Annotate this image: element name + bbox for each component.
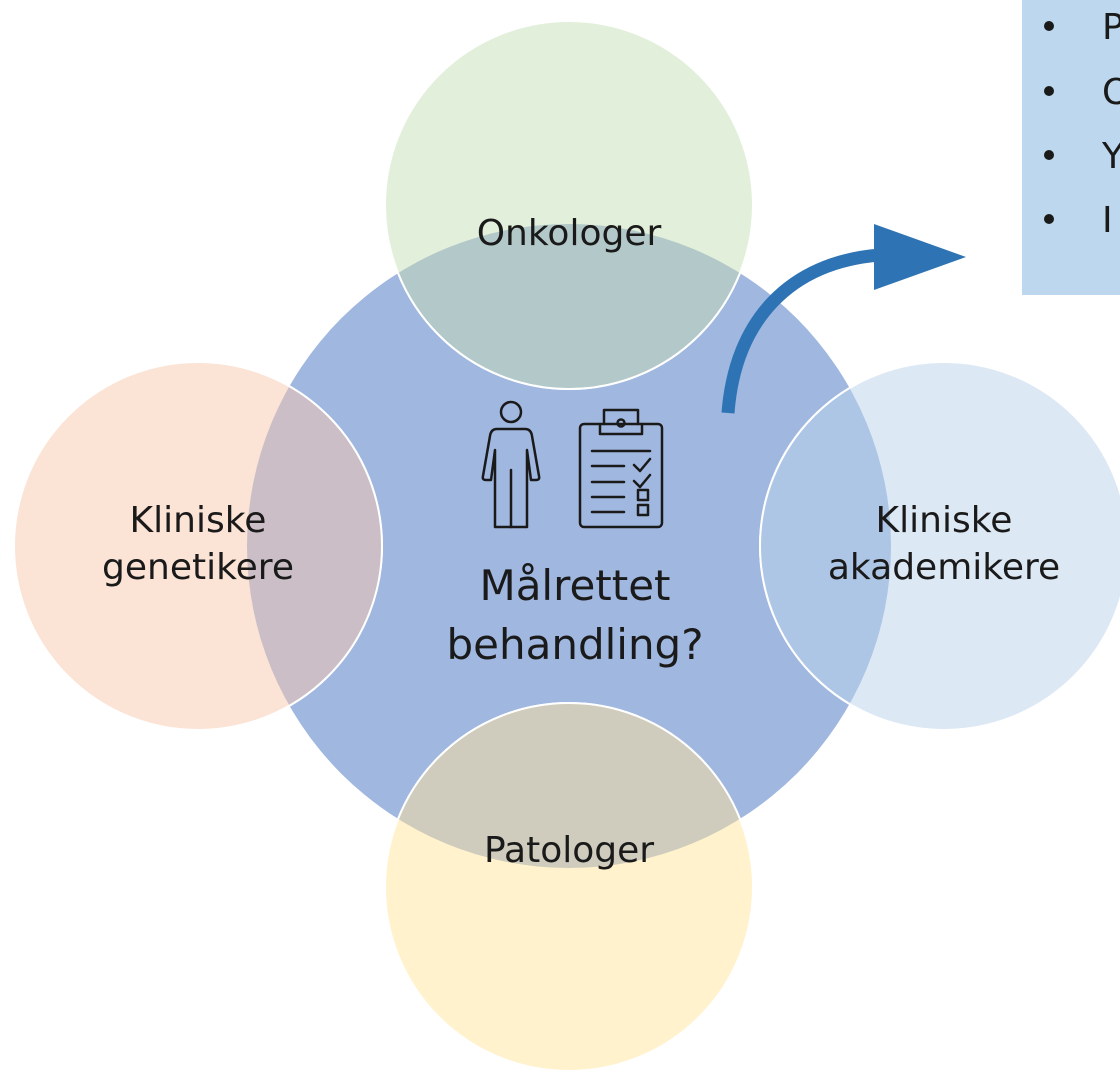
bullet-item: I xyxy=(1102,200,1113,241)
left-circle-label-line1: Kliniske xyxy=(130,500,267,541)
bullet-dot xyxy=(1044,21,1054,31)
overlap-top xyxy=(384,224,754,390)
center-label-line1: Målrettet xyxy=(479,561,670,610)
bullet-dot xyxy=(1044,214,1054,224)
center-label-line2: behandling? xyxy=(446,620,703,669)
right-circle-label-line1: Kliniske xyxy=(876,500,1013,541)
bullet-item: O xyxy=(1102,72,1120,113)
overlap-right xyxy=(759,361,891,731)
overlap-left xyxy=(247,361,383,731)
right-circle-label-line2: akademikere xyxy=(828,547,1060,588)
bullet-dot xyxy=(1044,86,1054,96)
bullet-item: Y xyxy=(1101,136,1120,177)
bottom-circle-label: Patologer xyxy=(484,830,654,871)
callout-bullet-list: P O Y I xyxy=(1044,7,1120,241)
clipboard-checklist-icon xyxy=(578,408,664,529)
top-circle-label: Onkologer xyxy=(477,213,662,254)
person-icon xyxy=(481,400,541,529)
callout-box xyxy=(1022,0,1120,295)
curved-arrow-icon xyxy=(721,224,966,414)
overlap-bottom xyxy=(384,702,754,868)
bullet-item: P xyxy=(1102,7,1120,48)
left-circle-label-line2: genetikere xyxy=(102,547,294,588)
bullet-dot xyxy=(1044,150,1054,160)
